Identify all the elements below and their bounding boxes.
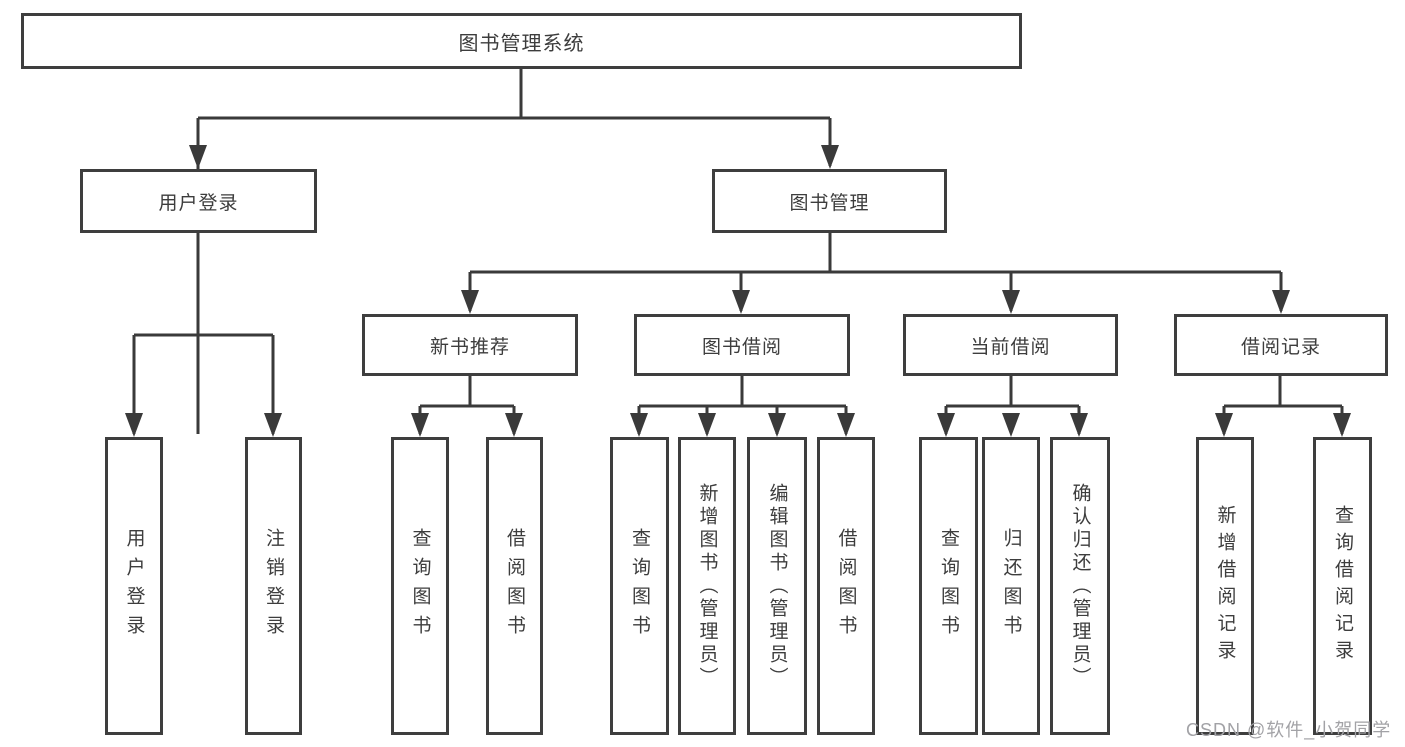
leaf-query-borrow-record-label: 查询借阅记录 — [1332, 505, 1353, 667]
leaf-query-books-recommend: 查询图书 — [391, 437, 449, 735]
leaf-user-login: 用户登录 — [105, 437, 163, 735]
leaf-borrow-books: 借阅图书 — [817, 437, 875, 735]
leaf-query-books-borrow-label: 查询图书 — [629, 528, 650, 644]
leaf-return-books: 归还图书 — [982, 437, 1040, 735]
node-new-book-recommend-label: 新书推荐 — [429, 336, 510, 358]
node-user-login: 用户登录 — [80, 169, 317, 233]
leaf-query-borrow-record: 查询借阅记录 — [1313, 437, 1372, 735]
leaf-add-borrow-record: 新增借阅记录 — [1196, 437, 1254, 735]
leaf-borrow-books-label: 借阅图书 — [835, 528, 857, 644]
node-book-borrow-label: 图书借阅 — [701, 336, 782, 358]
leaf-add-borrow-record-label: 新增借阅记录 — [1214, 505, 1236, 667]
leaf-query-books-current: 查询图书 — [919, 437, 978, 735]
leaf-edit-books-admin: 编辑图书（管理员） — [747, 437, 807, 735]
leaf-borrow-books-recommend: 借阅图书 — [486, 437, 543, 735]
node-current-borrow-label: 当前借阅 — [970, 336, 1051, 358]
leaf-return-books-label: 归还图书 — [1000, 528, 1022, 644]
leaf-user-login-label: 用户登录 — [123, 528, 145, 644]
leaf-logout-login: 注销登录 — [245, 437, 302, 735]
node-current-borrow: 当前借阅 — [903, 314, 1118, 376]
leaf-borrow-books-recommend-label: 借阅图书 — [504, 528, 525, 644]
node-library-system-label: 图书管理系统 — [458, 32, 585, 55]
leaf-query-books-recommend-label: 查询图书 — [409, 528, 431, 644]
node-borrow-records-label: 借阅记录 — [1240, 336, 1321, 358]
leaf-confirm-return-admin: 确认归还（管理员） — [1050, 437, 1110, 735]
leaf-add-books-admin: 新增图书（管理员） — [678, 437, 736, 735]
node-borrow-records: 借阅记录 — [1174, 314, 1388, 376]
leaf-add-books-admin-label: 新增图书（管理员） — [696, 482, 718, 690]
node-library-system: 图书管理系统 — [21, 13, 1022, 69]
leaf-logout-login-label: 注销登录 — [263, 528, 284, 644]
leaf-query-books-current-label: 查询图书 — [938, 528, 959, 644]
watermark: CSDN @软件_小贺同学 — [1186, 720, 1392, 740]
node-user-login-label: 用户登录 — [158, 192, 239, 214]
node-new-book-recommend: 新书推荐 — [362, 314, 578, 376]
node-book-management: 图书管理 — [712, 169, 947, 233]
leaf-edit-books-admin-label: 编辑图书（管理员） — [766, 482, 788, 690]
arrowhead-icons — [125, 145, 1351, 437]
node-book-borrow: 图书借阅 — [634, 314, 850, 376]
leaf-confirm-return-admin-label: 确认归还（管理员） — [1069, 482, 1091, 690]
leaf-query-books-borrow: 查询图书 — [610, 437, 669, 735]
node-book-management-label: 图书管理 — [789, 192, 870, 214]
